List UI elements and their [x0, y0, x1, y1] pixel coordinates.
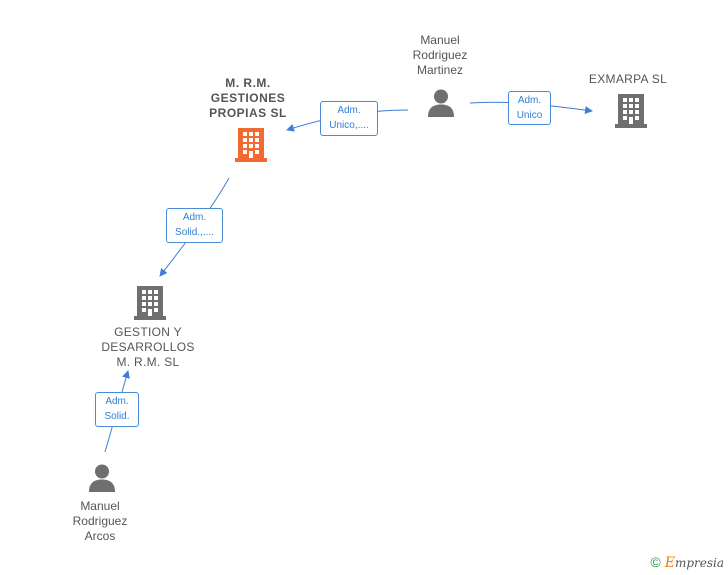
person-icon[interactable] [426, 88, 456, 118]
empresia-watermark: ©Empresia [650, 554, 724, 571]
node-label-manuel-martinez[interactable]: Manuel Rodriguez Martinez [412, 33, 468, 77]
building-icon[interactable] [134, 284, 166, 320]
brand-logo: Empresia [664, 555, 724, 571]
edge-role: Adm. [105, 396, 129, 407]
node-label-manuel-arcos[interactable]: Manuel Rodriguez Arcos [72, 499, 128, 543]
building-icon[interactable] [235, 126, 267, 162]
edge-label-arcos-to-gestion[interactable]: Adm. Solid. [95, 392, 139, 427]
node-label-exmarpa[interactable]: EXMARPA SL [588, 72, 668, 86]
brand-name: mpresia [674, 556, 724, 570]
node-label-mrm[interactable]: M. R.M. GESTIONES PROPIAS SL [209, 76, 287, 120]
edge-label-martinez-to-exmarpa[interactable]: Adm. Unico [508, 91, 551, 125]
edge-label-mrm-to-gestion[interactable]: Adm. Solid.,.... [166, 208, 223, 243]
edge-role: Adm. [517, 95, 542, 106]
edge-label-martinez-to-mrm[interactable]: Adm. Unico,.... [320, 101, 378, 136]
person-icon[interactable] [87, 463, 117, 493]
edge-role: Adm. [337, 105, 361, 116]
node-label-gestion[interactable]: GESTION Y DESARROLLOS M. R.M. SL [101, 325, 195, 369]
edge-role-detail: Unico [516, 110, 543, 121]
brand-initial: E [664, 555, 675, 571]
edge-role-detail: Unico,.... [329, 120, 369, 131]
edge-role-detail: Solid.,.... [175, 227, 214, 238]
building-icon[interactable] [615, 92, 647, 128]
edge-role: Adm. [182, 212, 207, 223]
copyright-symbol: © [650, 554, 661, 570]
edge-role-detail: Solid. [104, 411, 130, 422]
